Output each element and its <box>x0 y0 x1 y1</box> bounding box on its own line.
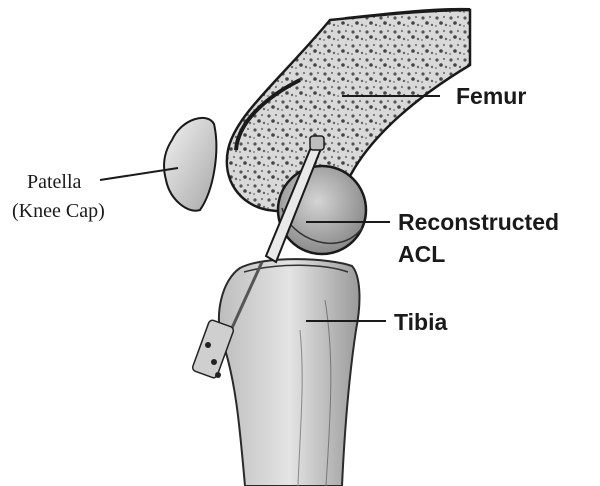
acl-label: Reconstructed <box>398 209 559 235</box>
patella-sublabel: (Knee Cap) <box>12 200 105 222</box>
femur-label: Femur <box>456 83 526 109</box>
patella-label: Patella <box>27 171 82 193</box>
tibia-bone <box>219 259 360 486</box>
tibia-label: Tibia <box>394 309 447 335</box>
acl-sublabel: ACL <box>398 241 445 267</box>
patella-bone <box>164 118 216 211</box>
